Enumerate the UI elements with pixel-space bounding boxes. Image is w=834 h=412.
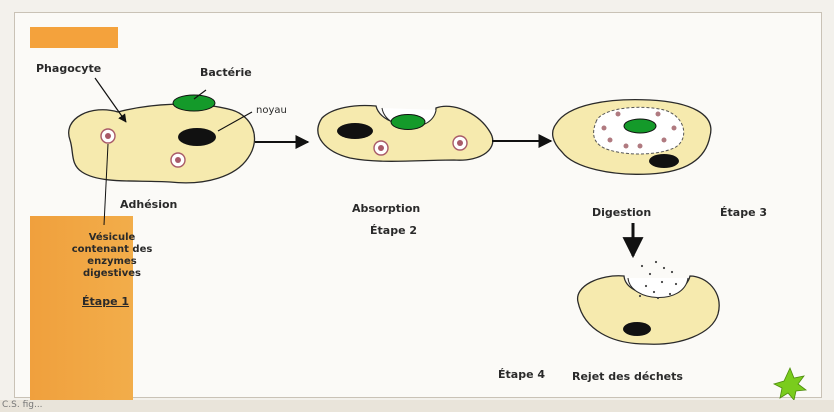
bottom-strip <box>0 400 834 412</box>
label-absorption: Absorption <box>352 202 420 215</box>
label-vesicule: Vésicule contenant des enzymes digestive… <box>64 232 160 280</box>
label-phagocyte: Phagocyte <box>36 62 101 75</box>
label-etape-4: Étape 4 <box>498 368 545 381</box>
label-rejet: Rejet des déchets <box>572 370 683 383</box>
label-bacterie: Bactérie <box>200 66 252 79</box>
bacterium-3 <box>624 119 656 133</box>
footer-text: C.S. fig... <box>2 400 43 410</box>
label-etape-3: Étape 3 <box>720 206 767 219</box>
nucleus-4 <box>623 322 651 336</box>
label-adhesion: Adhésion <box>120 198 177 211</box>
nucleus-3 <box>649 154 679 168</box>
label-etape-2: Étape 2 <box>370 224 417 237</box>
label-etape-1: Étape 1 <box>82 295 129 308</box>
phagocyte-cell-1 <box>69 104 255 183</box>
nucleus-2 <box>337 123 373 139</box>
label-noyau: noyau <box>256 104 287 117</box>
nucleus-1 <box>178 128 216 146</box>
star-burst-icon <box>774 368 806 400</box>
label-digestion: Digestion <box>592 206 651 219</box>
bacterium-2 <box>391 115 425 130</box>
bacterium-1 <box>173 95 215 111</box>
